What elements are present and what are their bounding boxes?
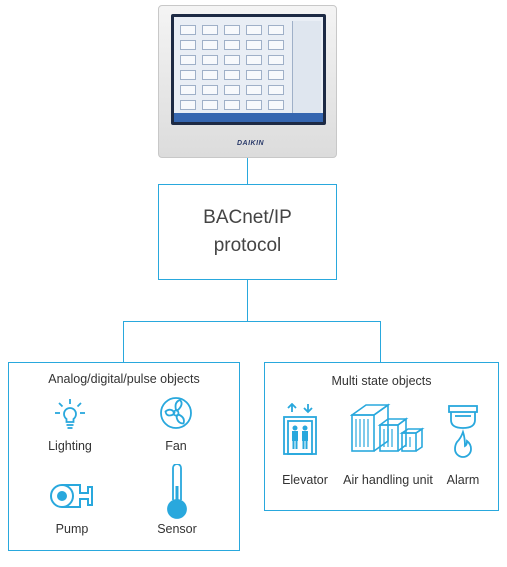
- elevator-label: Elevator: [282, 473, 328, 487]
- connector-device-protocol: [247, 158, 248, 184]
- screen-tile: [246, 55, 262, 65]
- connector-left-drop: [123, 321, 124, 362]
- device-logo: DAIKIN: [237, 140, 265, 147]
- air-handling-unit-label: Air handling unit: [343, 473, 433, 487]
- connector-protocol-down: [247, 280, 248, 321]
- lighting-label: Lighting: [48, 439, 92, 453]
- pump-label: Pump: [55, 522, 89, 536]
- screen-tile: [246, 70, 262, 80]
- protocol-line1: BACnet/IP: [203, 207, 292, 228]
- elevator-icon: [283, 403, 317, 455]
- controller-screen: [171, 14, 326, 125]
- screen-tile: [246, 85, 262, 95]
- screen-tile: [180, 100, 196, 110]
- thermometer-icon: [167, 464, 187, 519]
- screen-tile: [224, 55, 240, 65]
- light-bulb-icon: [55, 399, 85, 429]
- screen-tile: [268, 70, 284, 80]
- controller-device: DAIKIN: [158, 5, 337, 158]
- screen-tile: [180, 25, 196, 35]
- screen-tile: [180, 85, 196, 95]
- screen-side-panel: [292, 21, 321, 113]
- screen-bottom-bar: [174, 113, 323, 122]
- connector-horizontal: [123, 321, 381, 322]
- screen-tile: [180, 55, 196, 65]
- pump-icon: [50, 484, 93, 508]
- screen-tile: [224, 100, 240, 110]
- screen-tile: [224, 85, 240, 95]
- protocol-label: BACnet/IP protocol: [158, 184, 337, 280]
- air-handling-unit-icon: [350, 403, 425, 452]
- analog-objects-box: [8, 362, 240, 551]
- screen-tile: [268, 25, 284, 35]
- fan-label: Fan: [165, 439, 187, 453]
- screen-tile: [268, 55, 284, 65]
- screen-tile: [246, 40, 262, 50]
- multi-state-title: Multi state objects: [331, 374, 432, 388]
- screen-tile: [202, 40, 218, 50]
- screen-tile: [180, 40, 196, 50]
- sensor-label: Sensor: [157, 522, 197, 536]
- screen-tile: [180, 70, 196, 80]
- screen-tile: [246, 100, 262, 110]
- fire-alarm-icon: [448, 405, 478, 458]
- screen-tile: [202, 100, 218, 110]
- screen-tile: [202, 70, 218, 80]
- protocol-box: [158, 184, 337, 280]
- screen-tile: [202, 85, 218, 95]
- screen-tile: [268, 40, 284, 50]
- screen-tile: [202, 25, 218, 35]
- screen-tile: [268, 85, 284, 95]
- screen-tile: [224, 25, 240, 35]
- screen-tile: [246, 25, 262, 35]
- analog-objects-title: Analog/digital/pulse objects: [48, 372, 200, 386]
- screen-tile: [202, 55, 218, 65]
- fan-icon: [160, 397, 192, 429]
- screen-tile: [224, 40, 240, 50]
- alarm-label: Alarm: [446, 473, 480, 487]
- screen-tile: [268, 100, 284, 110]
- screen-tile: [224, 70, 240, 80]
- connector-right-drop: [380, 321, 381, 362]
- protocol-line2: protocol: [213, 235, 282, 256]
